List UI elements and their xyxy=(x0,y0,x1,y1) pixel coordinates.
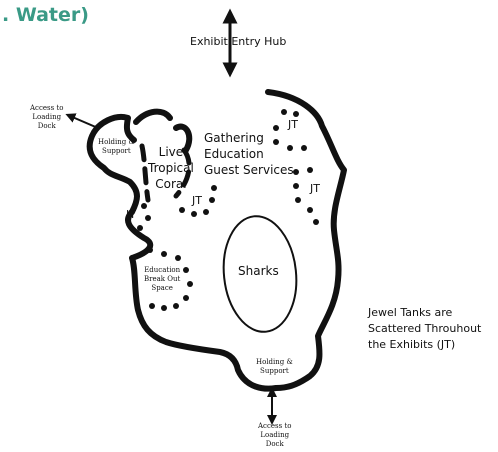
jewel-tanks-note: Jewel Tanks are Scattered Throuhout the … xyxy=(368,306,482,351)
jt-label-center: JT xyxy=(192,194,202,207)
access-dock-top-label: Access to Loading Dock xyxy=(30,104,64,130)
page-title: . Water) xyxy=(2,4,89,26)
education-breakout-label: Education Break Out Space xyxy=(144,266,181,292)
access-dock-bottom-label: Access to Loading Dock xyxy=(258,422,292,448)
sharks-label: Sharks xyxy=(238,264,279,278)
live-tropical-coral-label: Live Tropical Coral xyxy=(148,145,194,192)
coral-boundary xyxy=(139,143,192,203)
sharks-tank xyxy=(222,215,298,333)
jewel-tank-dots-center xyxy=(179,185,217,217)
jt-label-left: JT xyxy=(126,208,136,221)
gathering-label: Gathering Education Guest Services xyxy=(204,131,294,178)
holding-support-top-label: Holding & Support xyxy=(98,138,135,155)
education-dots xyxy=(147,247,193,311)
exhibit-entry-hub-label: Exhibit Entry Hub xyxy=(190,35,287,48)
jt-label-top: JT xyxy=(288,118,298,131)
holding-support-bottom-label: Holding & Support xyxy=(256,358,293,375)
top-dock-arrow xyxy=(65,113,99,129)
jewel-tank-dots-left xyxy=(137,203,151,231)
jewel-tank-dots-right xyxy=(293,167,319,225)
jt-label-right: JT xyxy=(310,182,320,195)
jewel-tank-dots-top-right xyxy=(273,109,307,151)
building-outline xyxy=(86,89,347,392)
